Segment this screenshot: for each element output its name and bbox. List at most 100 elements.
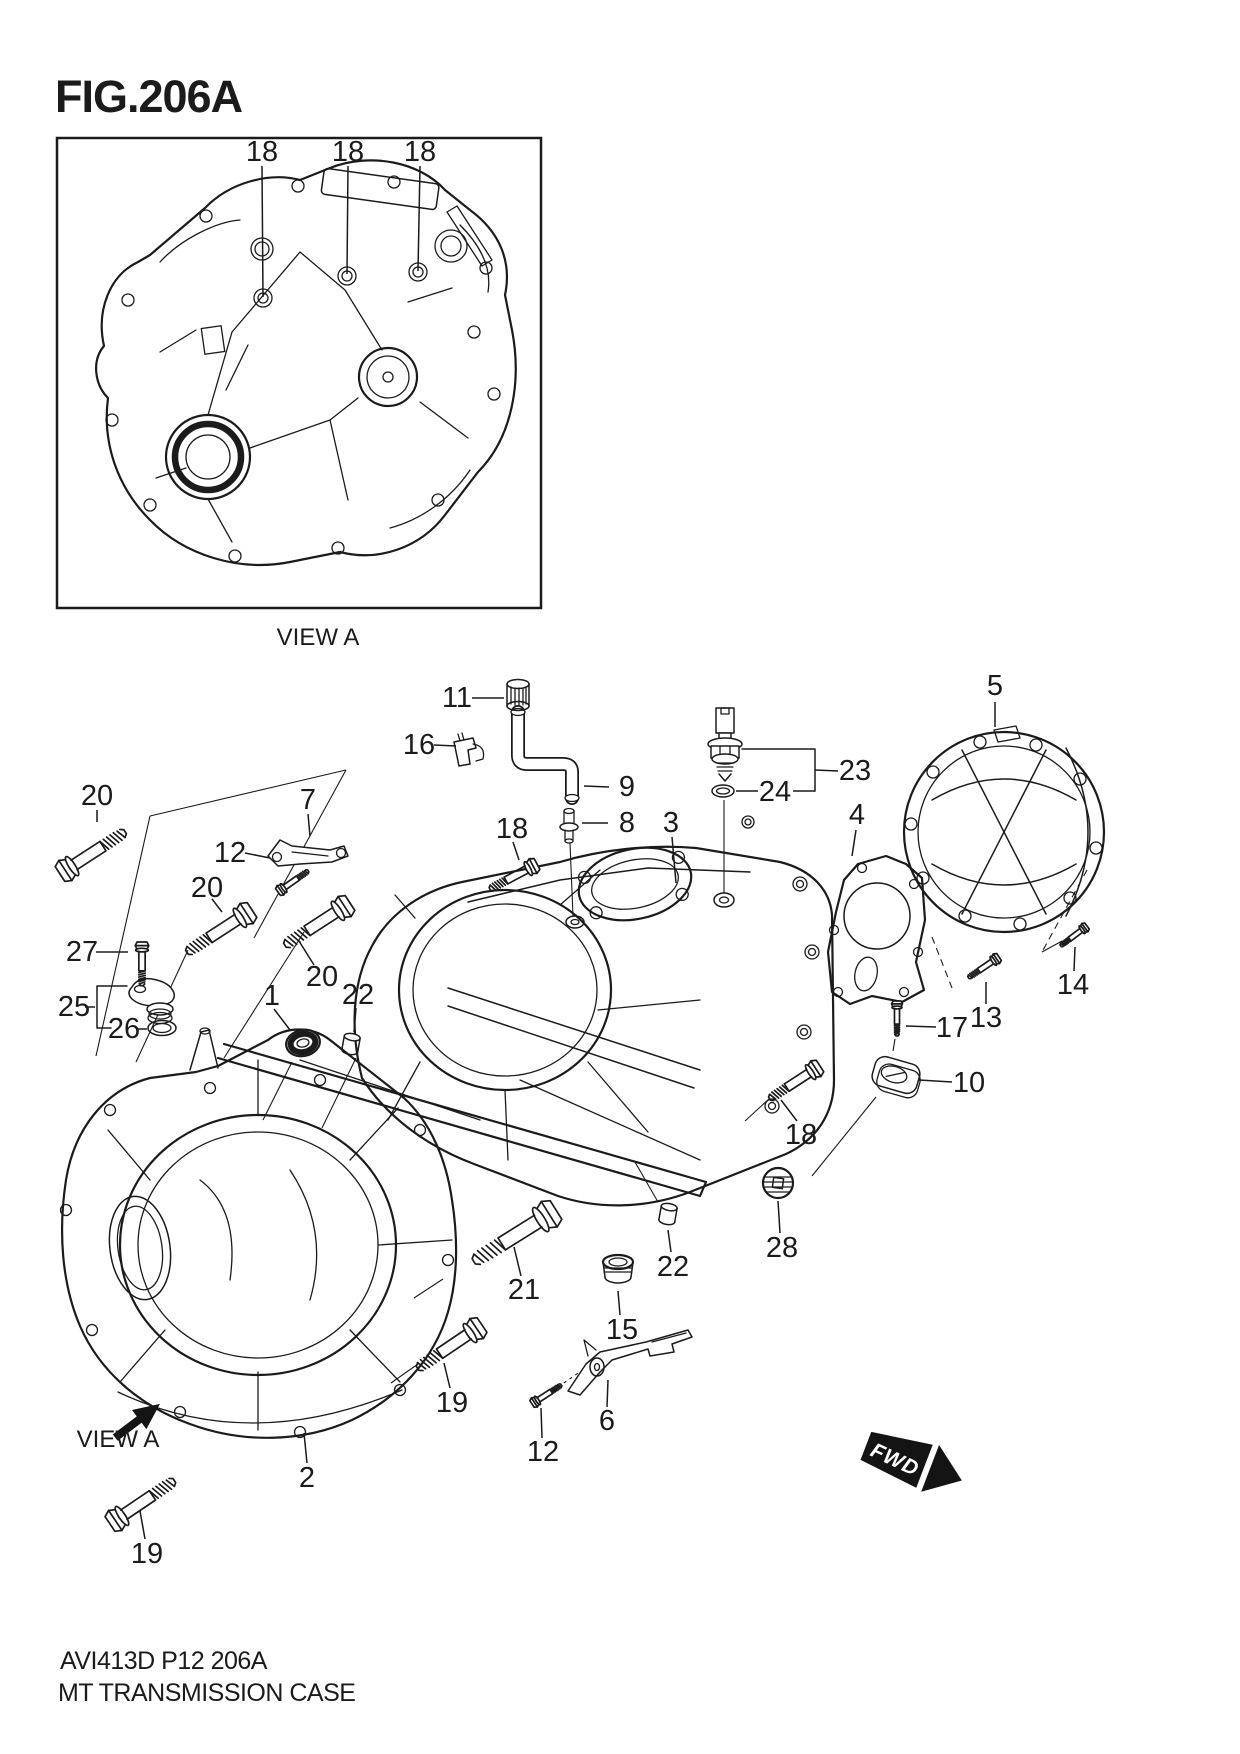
part-3-transmission-case-part xyxy=(565,915,585,929)
inset-case-drawing-part-part xyxy=(431,493,445,507)
part-3-transmission-case-part-part xyxy=(744,818,752,826)
part-2-clutch-housing-part-part xyxy=(103,1103,117,1117)
callout-17: 17 xyxy=(936,1012,968,1044)
pipe-clamp-16-part xyxy=(453,737,477,767)
bracket-23-24 xyxy=(741,748,816,792)
pin-22b-part xyxy=(658,1218,676,1226)
leader-line-15 xyxy=(617,1290,621,1316)
construction-lines-part xyxy=(390,1363,419,1384)
view-a-arrow xyxy=(112,1403,160,1441)
plug-15-part xyxy=(602,1261,634,1278)
inset-case-drawing-part-part xyxy=(320,167,440,211)
callout-24: 24 xyxy=(759,776,791,808)
part-4-gasket-part xyxy=(826,854,927,1006)
leader-line-16 xyxy=(433,744,457,747)
part-5-side-cover-part xyxy=(917,745,1091,919)
lever-6-part xyxy=(593,1362,601,1372)
leader-line-19 xyxy=(443,1362,451,1389)
leader-line-28 xyxy=(777,1200,781,1234)
construction-lines-part xyxy=(811,1096,877,1177)
part-5-side-cover-part-part xyxy=(1063,891,1077,905)
part-5-side-cover-part xyxy=(904,735,1103,931)
leader-line-1 xyxy=(273,1008,291,1031)
leader-line-17 xyxy=(905,1025,937,1028)
part-2-clutch-housing-part-part xyxy=(313,1073,327,1087)
figure-title: FIG.206A xyxy=(55,71,243,122)
part-3-transmission-case-part xyxy=(412,903,598,1077)
pipe-clamp-16-part xyxy=(472,743,485,762)
plug-15-part xyxy=(608,1257,628,1267)
inset-caption: VIEW A xyxy=(277,624,360,651)
part-3-transmission-case-part-part xyxy=(741,815,755,829)
gasket-26-part xyxy=(152,1022,172,1034)
fwd-arrow-part xyxy=(860,1431,933,1488)
callout-22: 22 xyxy=(657,1251,689,1283)
callout-28: 28 xyxy=(766,1232,798,1264)
inset-case-drawing-part xyxy=(155,251,469,543)
o-ring-24 xyxy=(711,784,735,798)
lever-6-part xyxy=(651,1332,687,1343)
leader-line-12 xyxy=(244,852,271,859)
small-parts xyxy=(128,977,921,1396)
part-4-gasket-part-part xyxy=(912,946,924,958)
side-cover-plate xyxy=(577,846,693,922)
bolt-21 xyxy=(464,1196,565,1275)
inset-box xyxy=(55,136,543,610)
inset-case-drawing-part xyxy=(320,167,440,211)
gasket-26-part xyxy=(147,1019,177,1037)
callout-10: 10 xyxy=(953,1067,985,1099)
part-2-clutch-housing-part-part xyxy=(173,1405,187,1419)
leader-line-9 xyxy=(583,785,610,788)
part-4-gasket xyxy=(826,854,927,1006)
part-2-clutch-housing-part xyxy=(199,1169,318,1301)
inset-case-drawing-part xyxy=(185,434,231,480)
part-3-transmission-case-part-part xyxy=(767,1101,777,1111)
leader-line-18 xyxy=(417,165,421,272)
part-5-side-cover-part xyxy=(931,863,1077,886)
magnet-10-part xyxy=(871,1055,921,1095)
part-5-side-cover-part-part xyxy=(973,735,987,749)
construction-lines-part xyxy=(262,1061,293,1121)
part-3-transmission-case-part xyxy=(467,867,751,903)
part-4-gasket-part-part xyxy=(898,986,910,998)
part-23-switch-part xyxy=(720,707,730,715)
callout-9: 9 xyxy=(619,771,635,803)
inset-case-drawing-part xyxy=(357,346,419,408)
part-5-side-cover-part xyxy=(931,778,1077,801)
part-3-transmission-case-part-part xyxy=(795,879,805,889)
breather-cap-11-part xyxy=(506,700,530,712)
part-5-side-cover-part xyxy=(902,730,1106,934)
part-4-gasket-part-part xyxy=(828,924,840,936)
plug-28-part xyxy=(771,1176,785,1190)
side-cover-plate-part xyxy=(577,870,592,885)
plug-28-part xyxy=(761,1166,795,1200)
filler-cap-25-part xyxy=(148,1008,172,1020)
breather-pipe-assembly-part xyxy=(512,706,578,804)
part-4-gasket-part xyxy=(843,882,911,950)
inset-case-drawing-part xyxy=(434,229,468,263)
part-2-clutch-housing-part-part xyxy=(85,1323,99,1337)
bracket-7-part xyxy=(267,839,349,867)
union-8-part xyxy=(559,822,579,832)
leader-line-6 xyxy=(606,1379,609,1408)
inset-case-drawing-part xyxy=(164,413,252,501)
leader-line-18 xyxy=(261,165,264,298)
construction-lines-part xyxy=(557,1368,585,1388)
gasket-26 xyxy=(147,1019,177,1037)
part-2-clutch-housing-part xyxy=(108,1195,172,1301)
callout-3: 3 xyxy=(663,807,679,839)
pipe-clamp-16-part xyxy=(457,732,465,742)
callout-11: 11 xyxy=(442,682,472,714)
part-2-clutch-housing-part xyxy=(216,1042,708,1198)
plug-15-part xyxy=(604,1276,632,1284)
part-3-transmission-case-part-part xyxy=(807,947,817,957)
part-3-transmission-case-part xyxy=(570,918,580,926)
part-5-side-cover-part-part xyxy=(904,817,918,831)
lever-6-part xyxy=(583,1339,597,1357)
part-4-gasket-part-part xyxy=(856,862,868,874)
construction-lines-part xyxy=(634,1161,659,1203)
side-cover-plate-part xyxy=(577,846,693,922)
part-3-transmission-case-part-part xyxy=(804,944,820,960)
